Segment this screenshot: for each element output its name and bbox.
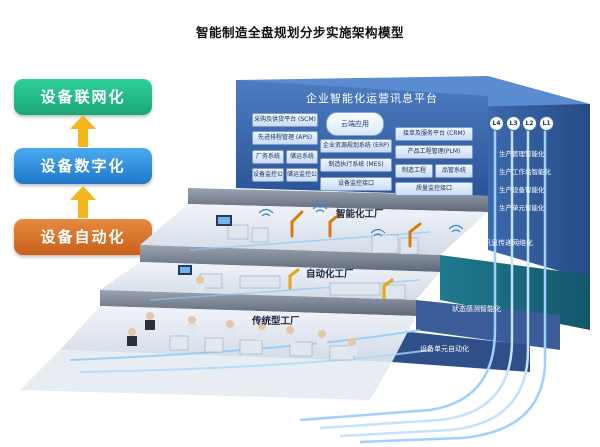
- system-quality-interface: 质量监控接口: [395, 182, 473, 196]
- network-item: 生产管理智能化: [499, 150, 545, 158]
- stage-networked: 设备联网化: [14, 79, 152, 115]
- factory-label-traditional: 传统型工厂: [252, 316, 300, 327]
- system-storage: 储运系统: [286, 150, 318, 164]
- level-badge-l4: L4: [489, 116, 504, 131]
- stage-automated: 设备自动化: [14, 219, 152, 255]
- level-badge-l1: L1: [539, 116, 554, 131]
- factory-label-smart: 智能化工厂: [336, 209, 384, 220]
- system-scm: 采购及供货平台 (SCM): [252, 113, 318, 127]
- unit-layer-label: 设备单元自动化: [420, 345, 469, 353]
- system-equip-interface: 设备监控接口: [320, 177, 392, 191]
- up-arrow-icon: [70, 115, 96, 147]
- diagram-title: 智能制造全盘规划分步实施架构模型: [195, 25, 404, 40]
- level-badge-l3: L3: [506, 116, 521, 131]
- system-mes: 制造执行系统 (MES): [320, 158, 392, 172]
- system-qc: 品管系统: [435, 164, 473, 178]
- network-item: 生产设备智能化: [499, 186, 545, 194]
- system-crm: 接单及服务平台 (CRM): [395, 127, 473, 141]
- system-plm: 产品工程管理(PLM): [395, 145, 473, 159]
- system-equip-monitor: 设备监控公差: [252, 168, 284, 182]
- factory-label-automated: 自动化工厂: [306, 269, 354, 280]
- system-mfg-eng: 制造工程: [395, 164, 433, 178]
- level-badge-l2: L2: [522, 116, 537, 131]
- system-erp: 企业资源规划系统 (ERP): [320, 139, 392, 153]
- system-aps: 先进排程管理 (APS): [252, 131, 318, 145]
- up-arrow-icon: [70, 186, 96, 218]
- cloud-app-label: 云端应用: [326, 112, 384, 136]
- stage-digitized: 设备数字化: [14, 148, 152, 184]
- sensing-layer-label: 状态感测智能化: [452, 305, 501, 313]
- system-storage-monitor: 储运监控公差: [286, 168, 318, 182]
- platform-title: 企业智能化运营讯息平台: [306, 92, 438, 105]
- network-item: 生产工作站智能化: [499, 168, 551, 176]
- network-item: 生产单元智能化: [499, 204, 545, 212]
- system-plant: 厂务系统: [252, 150, 284, 164]
- network-layer-label: 讯息传递网络化: [484, 239, 533, 247]
